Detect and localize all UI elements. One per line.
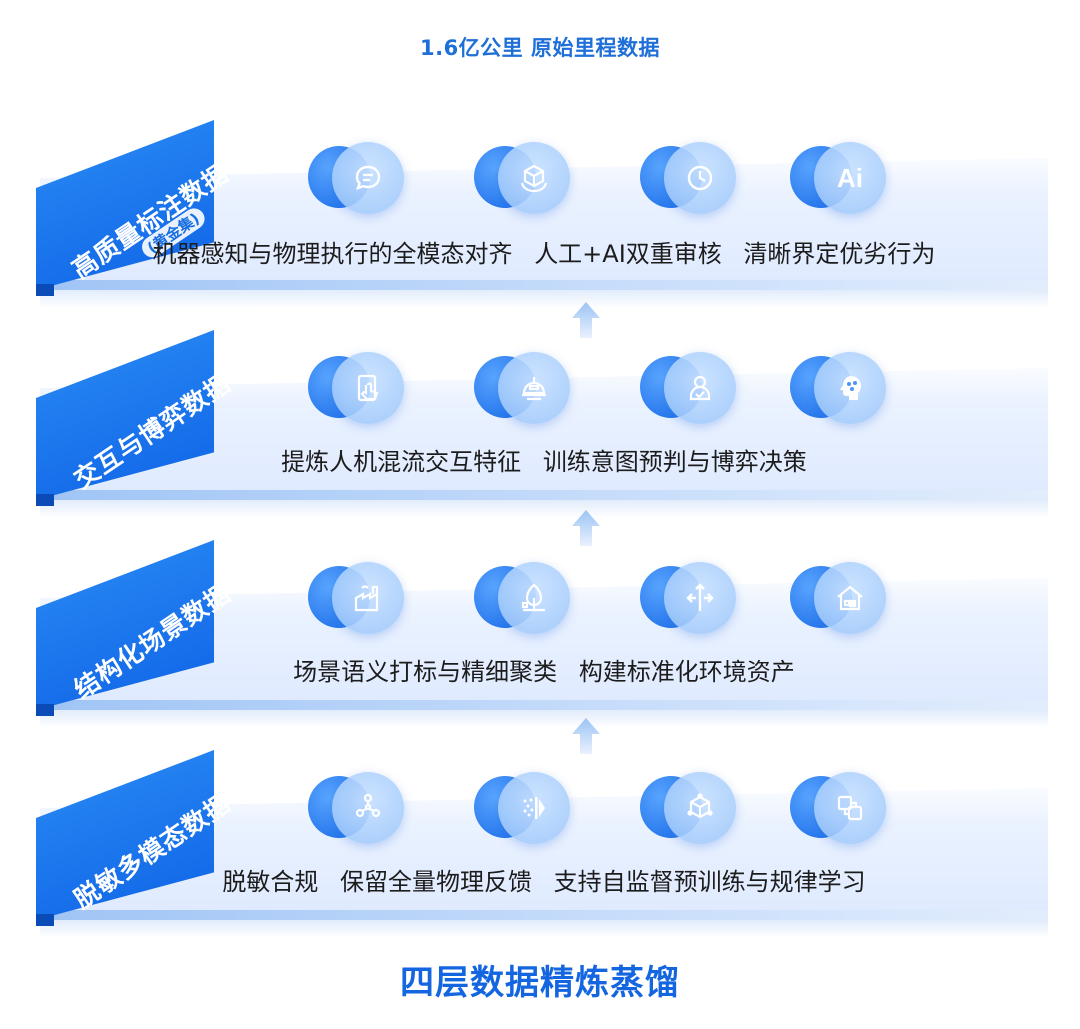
caption: 构建标准化环境资产 — [578, 658, 795, 686]
slab-edge — [40, 700, 1048, 710]
cube-network-icon — [640, 768, 736, 844]
ribbon-fold — [36, 914, 54, 926]
ai-icon: Ai — [790, 138, 886, 214]
network-nodes-icon — [308, 768, 404, 844]
factory-icon — [308, 558, 404, 634]
layered-windows-icon — [790, 768, 886, 844]
up-arrow-icon — [572, 718, 600, 754]
caption: 训练意图预判与博弈决策 — [542, 448, 807, 476]
slab-edge — [40, 280, 1048, 290]
bottom-title: 四层数据精炼蒸馏 — [400, 963, 680, 1003]
radar-dome-icon — [474, 348, 570, 424]
ai-icon-text: Ai — [837, 162, 863, 193]
cube-rotate-icon — [474, 138, 570, 214]
layer-structured-scene: 结构化场景数据 场景语义打标与精细聚类 构建标准化环境资产 — [0, 516, 1080, 728]
layer-gold-annotated: 高质量标注数据 (黄金集) Ai 机器感知与物理执行的全模态对齐 人工+AI双重… — [0, 96, 1080, 308]
slab-shadow — [40, 290, 1048, 308]
caption: 脱敏合规 — [222, 868, 319, 896]
tree-icon — [474, 558, 570, 634]
house-icon — [790, 558, 886, 634]
ribbon-fold — [36, 704, 54, 716]
layer-captions: 场景语义打标与精细聚类 构建标准化环境资产 — [40, 652, 1048, 687]
particle-filter-icon — [474, 768, 570, 844]
top-title: 1.6亿公里 原始里程数据 — [419, 36, 660, 60]
ribbon-fold — [36, 494, 54, 506]
layer-captions: 脱敏合规 保留全量物理反馈 支持自监督预训练与规律学习 — [40, 862, 1048, 897]
caption: 保留全量物理反馈 — [340, 868, 532, 896]
layer-captions: 提炼人机混流交互特征 训练意图预判与博弈决策 — [40, 442, 1048, 477]
caption: 人工+AI双重审核 — [534, 240, 722, 268]
chat-bubble-icon — [308, 138, 404, 214]
slab-shadow — [40, 500, 1048, 518]
layer-anonymized-multimodal: 脱敏多模态数据 脱敏合规 保留全量物理反馈 支持自监督预训练与规律学习 — [0, 726, 1080, 938]
slab-edge — [40, 490, 1048, 500]
caption: 场景语义打标与精细聚类 — [293, 658, 558, 686]
up-arrow-icon — [572, 302, 600, 338]
layer-captions: 机器感知与物理执行的全模态对齐 人工+AI双重审核 清晰界定优劣行为 — [40, 234, 1048, 269]
caption: 支持自监督预训练与规律学习 — [553, 868, 866, 896]
slab-edge — [40, 910, 1048, 920]
direction-sign-icon — [640, 558, 736, 634]
brain-network-icon — [790, 348, 886, 424]
ribbon-fold — [36, 284, 54, 296]
slab-shadow — [40, 920, 1048, 938]
clock-icon — [640, 138, 736, 214]
caption: 机器感知与物理执行的全模态对齐 — [152, 240, 513, 268]
slab-shadow — [40, 710, 1048, 728]
caption: 提炼人机混流交互特征 — [281, 448, 522, 476]
up-arrow-icon — [572, 510, 600, 546]
user-check-icon — [640, 348, 736, 424]
touch-screen-icon — [308, 348, 404, 424]
caption: 清晰界定优劣行为 — [743, 240, 936, 268]
layer-interaction-game: 交互与博弈数据 提炼人机混流交互特征 训练意图预判与博弈决策 — [0, 306, 1080, 518]
